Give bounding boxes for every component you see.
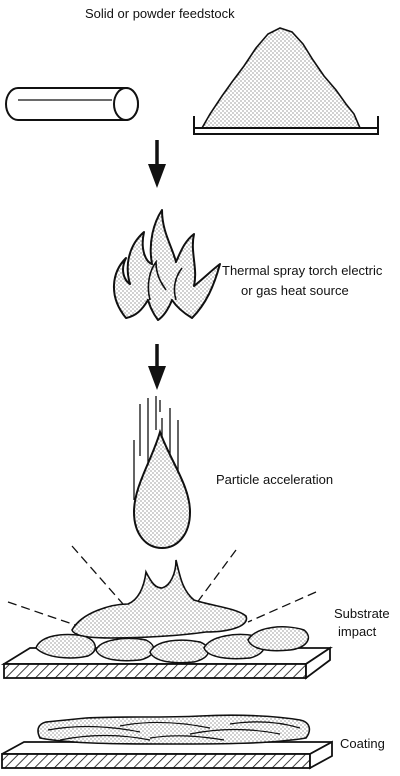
torch-label-line2: or gas heat source <box>241 283 349 298</box>
solid-rod-feedstock <box>5 87 139 121</box>
acceleration-label: Particle acceleration <box>216 472 333 487</box>
torch-label-line1: Thermal spray torch electric <box>222 263 383 278</box>
substrate-impact <box>0 545 333 680</box>
arrow-down-icon-2 <box>148 344 166 390</box>
arrow-down-icon <box>148 140 166 188</box>
impact-label-line2: impact <box>338 624 377 639</box>
splash-lines <box>7 545 317 629</box>
flame-icon <box>112 209 221 321</box>
accelerating-particle <box>132 396 192 550</box>
coating-layer <box>1 714 333 770</box>
coating-label: Coating <box>340 736 385 751</box>
powder-feedstock-pile <box>193 27 379 135</box>
feedstock-label: Solid or powder feedstock <box>85 6 235 21</box>
impact-label-line1: Substrate <box>334 606 390 621</box>
coating-lamellae <box>47 721 301 741</box>
